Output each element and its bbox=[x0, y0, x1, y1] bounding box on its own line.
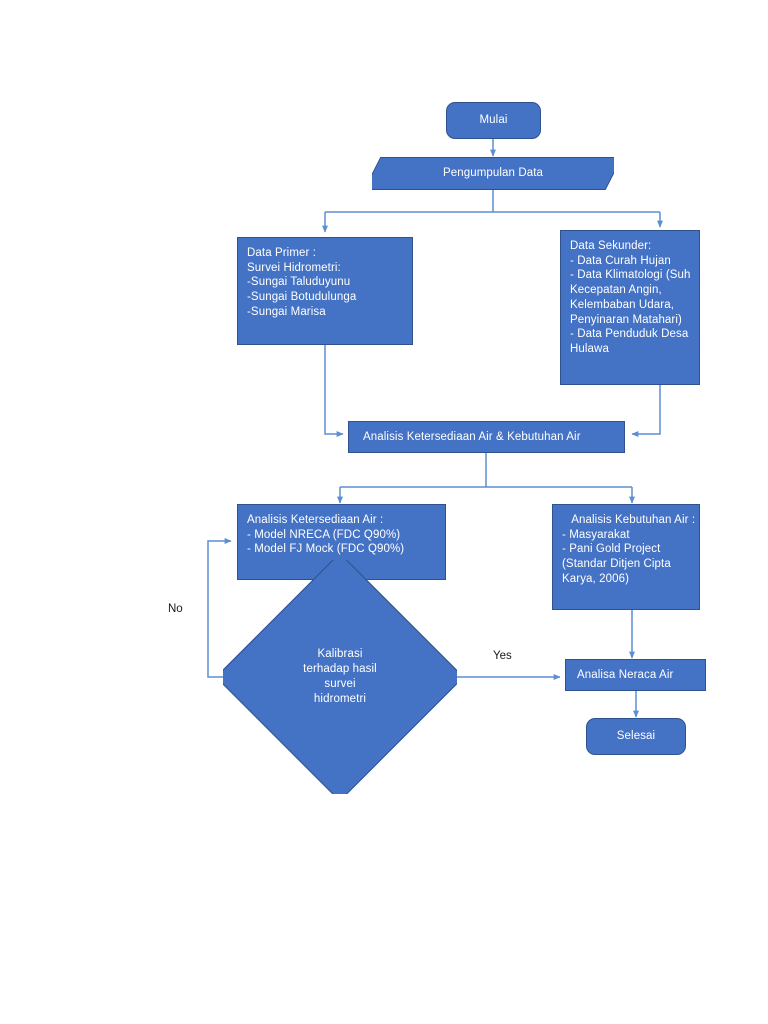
node-calibration[interactable]: Kalibrasi terhadap hasil survei hidromet… bbox=[223, 560, 457, 794]
node-start[interactable]: Mulai bbox=[446, 102, 541, 139]
node-start-label: Mulai bbox=[479, 114, 508, 127]
node-primary-data[interactable]: Data Primer : Survei Hidrometri: -Sungai… bbox=[237, 237, 413, 345]
node-end-label: Selesai bbox=[616, 730, 656, 743]
node-water-balance-label: Analisa Neraca Air bbox=[577, 668, 674, 681]
node-data-collection-label: Pengumpulan Data bbox=[442, 167, 544, 180]
edge-label-yes: Yes bbox=[493, 650, 512, 662]
node-calibration-label: Kalibrasi terhadap hasil survei hidromet… bbox=[303, 647, 377, 706]
node-demand-analysis-label: Analisis Kebutuhan Air : - Masyarakat - … bbox=[562, 514, 696, 585]
edge-secondary-to-analysis bbox=[631, 385, 661, 437]
node-availability-analysis-label: Analisis Ketersediaan Air : - Model NREC… bbox=[247, 514, 405, 556]
node-primary-data-label: Data Primer : Survei Hidrometri: -Sungai… bbox=[247, 247, 357, 318]
split-bar-analysis bbox=[340, 453, 632, 488]
node-secondary-data-label: Data Sekunder: - Data Curah Hujan - Data… bbox=[570, 240, 691, 356]
edge-primary-to-analysis bbox=[324, 345, 344, 437]
split-bar-collection bbox=[325, 190, 660, 213]
edge-label-no: No bbox=[168, 603, 183, 615]
node-data-collection[interactable]: Pengumpulan Data bbox=[372, 157, 614, 190]
node-analysis-combined-label: Analisis Ketersediaan Air & Kebutuhan Ai… bbox=[363, 430, 581, 443]
node-water-balance[interactable]: Analisa Neraca Air bbox=[565, 659, 706, 691]
node-demand-analysis[interactable]: Analisis Kebutuhan Air : - Masyarakat - … bbox=[552, 504, 700, 610]
node-analysis-combined[interactable]: Analisis Ketersediaan Air & Kebutuhan Ai… bbox=[348, 421, 625, 453]
node-secondary-data[interactable]: Data Sekunder: - Data Curah Hujan - Data… bbox=[560, 230, 700, 385]
node-availability-analysis[interactable]: Analisis Ketersediaan Air : - Model NREC… bbox=[237, 504, 446, 580]
node-end[interactable]: Selesai bbox=[586, 718, 686, 755]
